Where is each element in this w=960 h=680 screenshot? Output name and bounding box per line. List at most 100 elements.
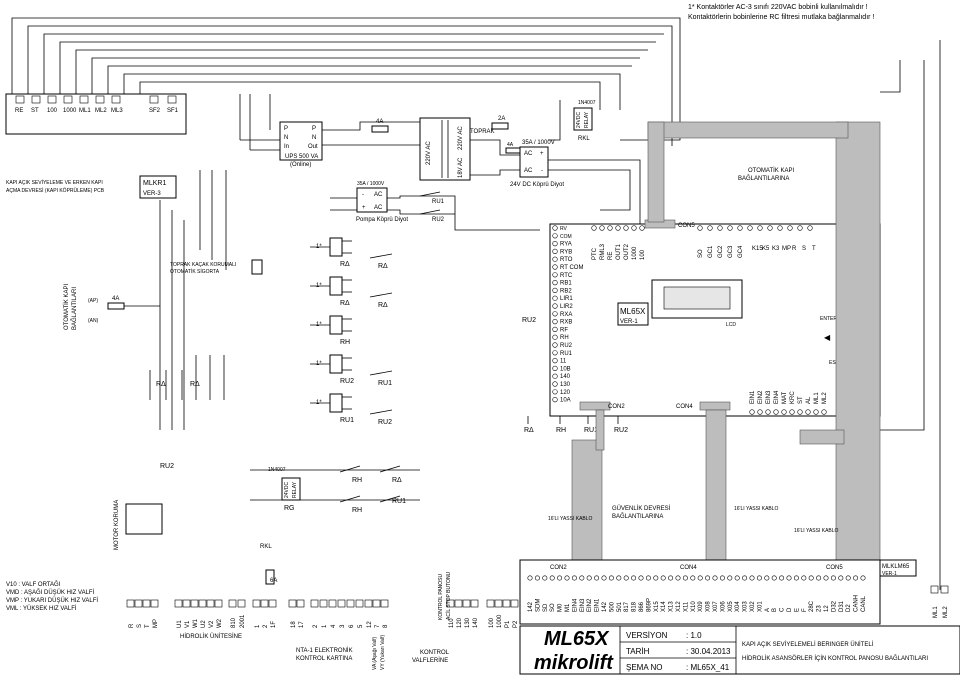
bar-pin-label: SDM [535, 599, 541, 612]
valve-legend-4: VML : YÜKSEK HIZ VALFİ [6, 605, 77, 612]
bar-pin-label: X01 [757, 601, 763, 612]
ml65x-bottom-pin-label: ST [798, 396, 804, 404]
mid-relay-rh-2: RH [352, 507, 362, 514]
ups-box [279, 121, 323, 161]
terminal-100-label: P1 [505, 620, 511, 628]
ml65x-top-pin [639, 225, 645, 231]
connector-bar [519, 559, 881, 625]
dc-bridge-ac1: AC [524, 151, 533, 157]
ml65x-bottom-pin-label: EIN1 [750, 390, 756, 404]
fuse-terminal-box [252, 599, 261, 608]
ups-label-1: UPS 500 VA [285, 154, 318, 160]
uvw-terminal-box [182, 599, 191, 608]
pump-bridge [356, 187, 388, 213]
top-terminal-box [31, 95, 41, 104]
dc-bridge-plus: + [540, 151, 544, 157]
bar-pin [756, 575, 762, 581]
ml65x-left-pin-label: LIR1 [560, 296, 573, 302]
oto-kapi-an: (AN) [88, 318, 99, 324]
fuse-4a-left [107, 302, 125, 310]
contactor-contact [369, 409, 393, 415]
mlkr-name: MLKR1 [143, 180, 166, 187]
bar-pin [705, 575, 711, 581]
ml65x-arrow-button: ◀ [824, 333, 831, 342]
bar-pin-label: 142 [528, 601, 534, 612]
ml65x-left-pin [552, 225, 558, 231]
ml65x-left-pin-label: RXA [560, 312, 572, 318]
safety-label-1: GÜVENLİK DEVRESİ [612, 505, 671, 512]
ups-p-out: P [312, 126, 316, 132]
ml65x-left-pin-label: COM [560, 234, 572, 240]
bar-pin-label: D31 [839, 600, 845, 612]
oto-kapi-right-title-2: BAĞLANTILARINA [738, 175, 789, 182]
ml65x-con5-pin-label: MP [782, 246, 791, 252]
contactor-name: RΔ [340, 300, 350, 307]
bar-pin [534, 575, 540, 581]
nta-title-1: NTA-1 ELEKTRONİK [296, 647, 353, 654]
ml65x-left-pin-label: LIR2 [560, 304, 573, 310]
ml65x-bottom-pin [757, 409, 763, 415]
bar-pin [830, 575, 836, 581]
bar-pin-label: F [802, 608, 808, 612]
ml65x-bottom-pin [773, 409, 779, 415]
bar-pin-label: E [794, 608, 800, 612]
oto-kapi-left-title-2: BAĞLANTILARI [71, 287, 78, 330]
mlkr-board [139, 175, 177, 199]
bar-pin-label: X14 [661, 601, 667, 612]
top-terminal-label: 1000 [63, 108, 77, 114]
ribbon-cable-right [835, 121, 881, 568]
rg-diode: 1N4007 [268, 467, 286, 473]
bar-pin-label: EIN4 [572, 598, 578, 612]
fuse-4a-top [371, 125, 389, 133]
bar-pin [712, 575, 718, 581]
bar-pin-label: X15 [654, 601, 660, 612]
uvw-terminal-box [174, 599, 183, 608]
bar-pin-label: CANL [861, 595, 867, 612]
ml65x-bottom-pin-label: KRC [790, 391, 796, 404]
nta-terminal-box [355, 599, 364, 608]
rst-terminal-label: R [129, 623, 135, 628]
ml65x-left-pin-label: RTO [560, 257, 573, 263]
contactor-name: RU1 [340, 417, 354, 424]
ml65x-left-pin [552, 334, 558, 340]
rg-relay-bottom: RELAY [292, 481, 298, 498]
versiyon-value: : 1.0 [686, 631, 702, 640]
ups-label-2: (Online) [290, 162, 311, 168]
bar-pin [653, 575, 659, 581]
fuse-2a-label: 2A [498, 116, 505, 122]
cable-label-right: 16'LI YASSI KABLO [794, 528, 839, 534]
title-desc-1: KAPI AÇIK SEVİYELEMELİ BERINGER ÜNİTELİ [742, 641, 874, 648]
nta-terminal-label: 3 [340, 624, 346, 628]
bar-con2: CON2 [550, 565, 567, 571]
ml65x-bottom-pin [781, 409, 787, 415]
valve-terminal-box [364, 599, 373, 608]
cable-label-left: 16'LI YASSI KABLO [548, 516, 593, 522]
ml65x-top-pin-label: OUT2 [624, 243, 630, 260]
uvw-terminal-label: W1 [193, 618, 199, 628]
bar-pin-label: EIN3 [580, 598, 586, 612]
bar-pin [564, 575, 570, 581]
note-line-2: Kontaktörlerin bobinlerine RC filtresi m… [688, 14, 874, 21]
fuse-terminal-box [260, 599, 269, 608]
terminal-810-box [228, 599, 237, 608]
ml65x-con5-pin [707, 225, 713, 231]
bar-pin [853, 575, 859, 581]
ml65x-bottom-relay-label: RΔ [524, 427, 534, 434]
bar-pin [586, 575, 592, 581]
bar-pin [749, 575, 755, 581]
ml65x-bottom-pin [821, 409, 827, 415]
bar-pin [801, 575, 807, 581]
bar-pin-label: X10 [691, 601, 697, 612]
uvw-terminal-box [214, 599, 223, 608]
ml65x-bottom-relay-label: RU2 [614, 427, 628, 434]
earth-fault-line-2: OTOMATİK SİGORTA [170, 268, 220, 275]
ml65x-con5-pin [757, 225, 763, 231]
title-model: ML65X [544, 628, 610, 650]
ml65x-con5-label: CON5 [678, 223, 695, 229]
ml65x-left-pin-label: RTC [560, 273, 573, 279]
contactor-name: RU2 [340, 378, 354, 385]
